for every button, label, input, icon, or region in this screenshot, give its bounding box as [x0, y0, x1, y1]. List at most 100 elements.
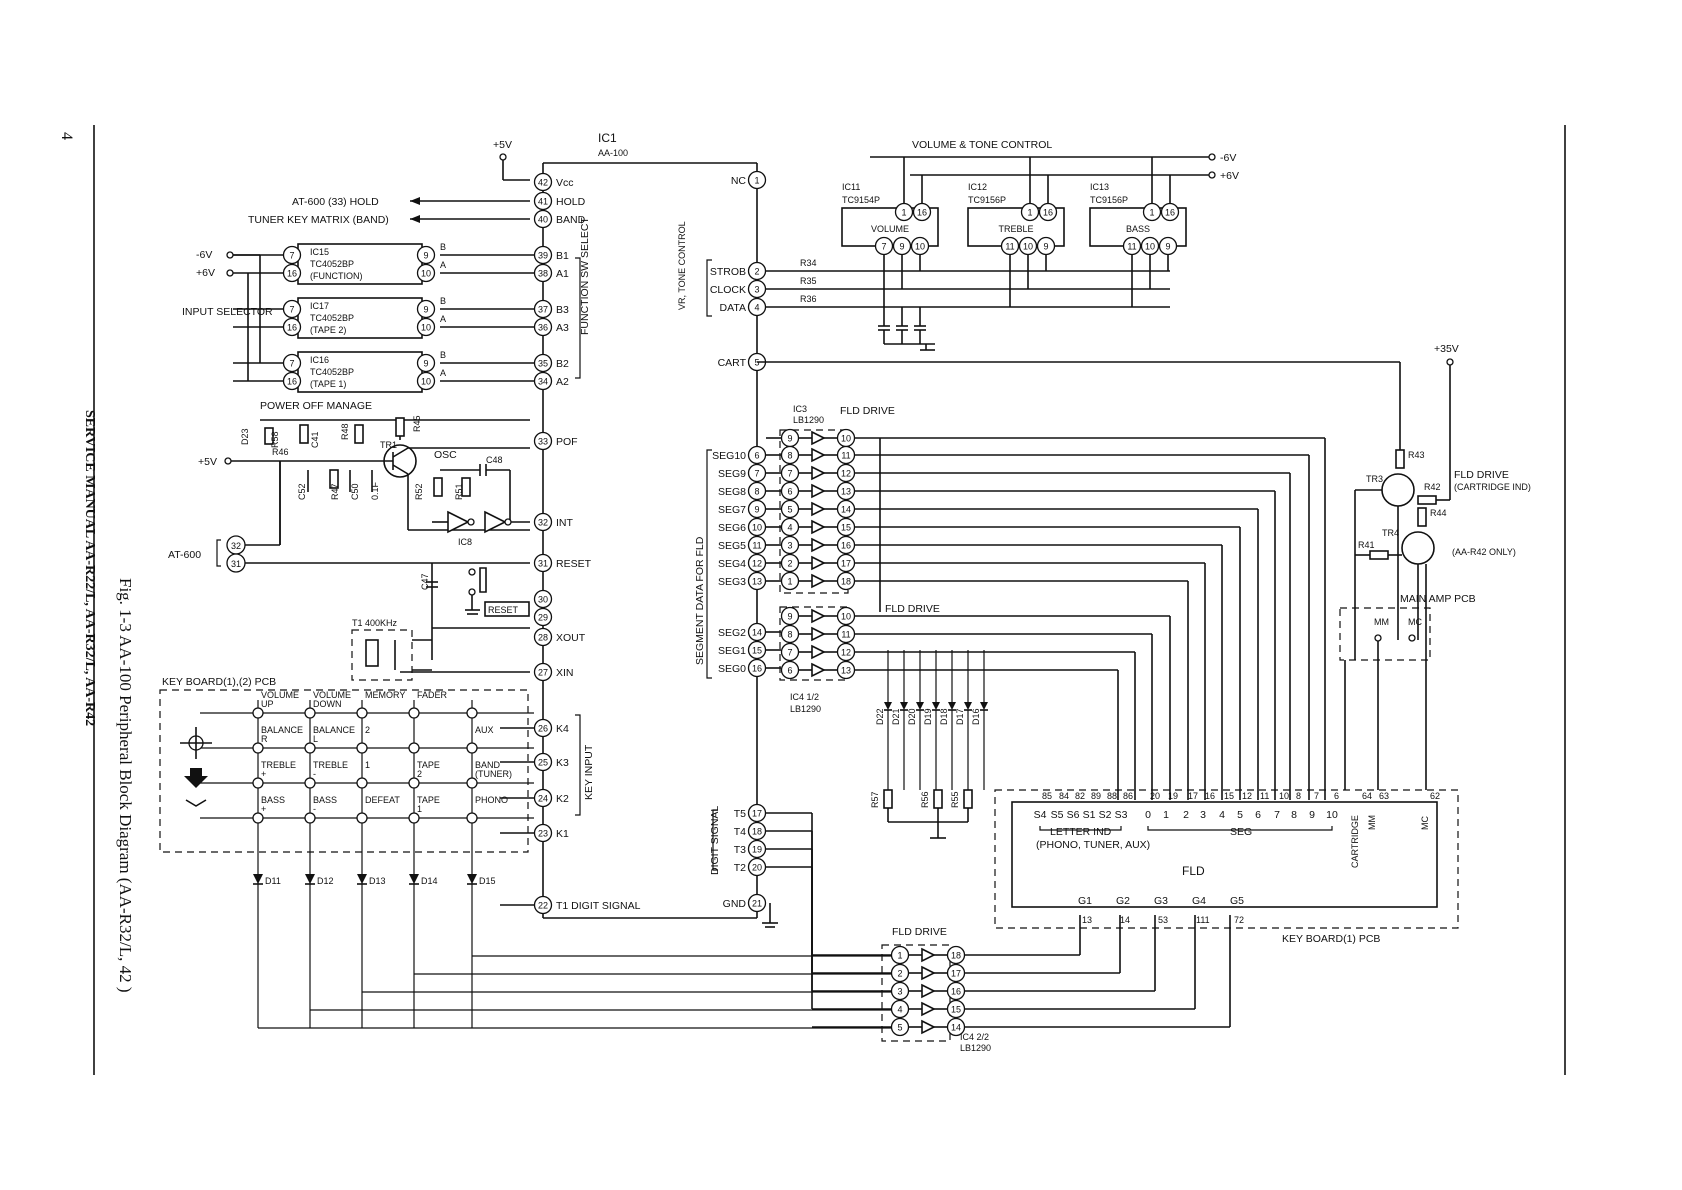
- ic1-pin-label-32: INT: [556, 517, 574, 529]
- ic1-pin-31: [533, 553, 553, 573]
- key-label-3-3: TAPE: [417, 795, 440, 805]
- diode-D12: D12: [317, 876, 334, 886]
- ic1-pin-24-num: 24: [538, 794, 548, 804]
- ic1-pin-label-27: XIN: [556, 667, 574, 679]
- key-3-3: [408, 812, 420, 824]
- key-label-3-4: PHONO: [475, 795, 508, 805]
- ic3-5-in-num: 4: [787, 523, 792, 533]
- tone1-pin-a: [1020, 202, 1040, 222]
- ic1-pin-3: [747, 279, 767, 299]
- ic4a-box: [779, 606, 849, 681]
- ic1-pin-label-15: SEG1: [718, 645, 746, 657]
- tone-title: VOLUME & TONE CONTROL: [912, 139, 1052, 151]
- key-label-0-3: FADER: [417, 690, 448, 700]
- svg-text:111: 111: [1196, 915, 1210, 925]
- hold-band-outputs: AT-600 (33) HOLD TUNER KEY MATRIX (BAND)…: [168, 196, 530, 573]
- ic4b-4-in: [890, 1017, 910, 1037]
- ic1-pin-26: [533, 718, 553, 738]
- key-2-0: [252, 777, 264, 789]
- tone2-pin-a: [1142, 202, 1162, 222]
- key-label-1-4: AUX: [475, 725, 494, 735]
- svg-text:TC9154P: TC9154P: [842, 195, 880, 205]
- svg-text:31: 31: [231, 559, 241, 569]
- sel1-pin-16: [282, 317, 302, 337]
- key-label-0-2: MEMORY: [365, 690, 405, 700]
- sel1-pin-16-num: 16: [287, 323, 297, 333]
- ic1-pin-18: [747, 821, 767, 841]
- ic1-pin-15: [747, 640, 767, 660]
- ic1-pin-label-6: SEG10: [712, 450, 746, 462]
- svg-text:RESET: RESET: [488, 605, 519, 615]
- ic3-3-in: [780, 481, 800, 501]
- ic1-pin-label-21: GND: [723, 898, 747, 910]
- svg-text:IC3: IC3: [793, 404, 807, 414]
- ic1-pin-2: [747, 261, 767, 281]
- fld-pin-85: 85: [1042, 791, 1052, 801]
- main-amp-title: MAIN AMP PCB: [1400, 593, 1476, 605]
- ic3-1-in: [780, 445, 800, 465]
- sel1-pin-7: [282, 299, 302, 319]
- ic3-2-out: [836, 463, 856, 483]
- ic1-pin-30: [533, 589, 553, 609]
- tone0-pin-e: [910, 236, 930, 256]
- key-1-4: [466, 742, 478, 754]
- sel0-pin-7-num: 7: [289, 251, 294, 261]
- ic1-pin-label-34: A2: [556, 376, 569, 388]
- diode-D21: D21: [891, 708, 901, 725]
- fld-seg-16: 10: [1326, 809, 1338, 821]
- fld-pin-20: 20: [1150, 791, 1160, 801]
- ic1-pin-15-num: 15: [752, 646, 762, 656]
- svg-text:R42: R42: [1424, 482, 1441, 492]
- ic1-pin-label-28: XOUT: [556, 632, 586, 644]
- fld-seg-2: S6: [1067, 809, 1080, 821]
- tone2-pin-b-num: 16: [1165, 208, 1175, 218]
- fld-drive-title-top: FLD DRIVE: [840, 405, 895, 417]
- ic3-5-in: [780, 517, 800, 537]
- group-vr-tone: VR, TONE CONTROL: [677, 221, 687, 310]
- selector-ic-3: [297, 351, 423, 393]
- tone2-pin-e-num: 9: [1165, 242, 1170, 252]
- svg-text:R51: R51: [454, 483, 464, 500]
- ic4a-0-out-num: 10: [841, 612, 851, 622]
- ic4a-1-in: [780, 624, 800, 644]
- ic1-pin-label-3: CLOCK: [710, 284, 746, 296]
- key-1-1: [304, 742, 316, 754]
- svg-text:+: +: [261, 804, 266, 814]
- tone2-pin-d-num: 10: [1145, 242, 1155, 252]
- key-2-3: [408, 777, 420, 789]
- ic1-pin-2-num: 2: [754, 267, 759, 277]
- ic3-8-in-num: 1: [787, 577, 792, 587]
- fld-pin-17: 17: [1188, 791, 1198, 801]
- ic1-pin-label-25: K3: [556, 757, 569, 769]
- ic1-pin-40: [533, 209, 553, 229]
- ic4a-1-in-num: 8: [787, 630, 792, 640]
- tone0-pin-d-num: 9: [899, 242, 904, 252]
- tone1-pin-b: [1038, 202, 1058, 222]
- tone0-pin-a: [894, 202, 914, 222]
- ic1-right-pins: 1NC2STROB3CLOCK4DATA5CART6SEG107SEG98SEG…: [710, 170, 1170, 1009]
- ic1-pin-25: [533, 752, 553, 772]
- ic1-pin-12: [747, 553, 767, 573]
- ic1-pin-label-1: NC: [731, 175, 747, 187]
- fld-grid-G4: G4: [1192, 895, 1206, 907]
- tone2-pin-c-num: 11: [1127, 242, 1136, 252]
- ic4b-1-out-num: 17: [951, 969, 961, 979]
- fld-seg-3: S1: [1083, 809, 1096, 821]
- ic1-pin-4-num: 4: [754, 303, 759, 313]
- ic3-0-out-num: 10: [841, 434, 851, 444]
- ic1-pin-41-num: 41: [538, 197, 548, 207]
- osc: OSC C48 R52 R51 IC8 C47 RESET T1 400KHz: [351, 449, 530, 681]
- tone1-pin-d-num: 10: [1023, 242, 1033, 252]
- svg-text:C41: C41: [310, 431, 320, 448]
- ic1-pin-32-num: 32: [538, 518, 548, 528]
- key-label-1-0: BALANCE: [261, 725, 303, 735]
- fld-pin-89: 89: [1091, 791, 1101, 801]
- svg-text:(TAPE 2): (TAPE 2): [310, 325, 346, 335]
- figure-caption: Fig. 1-3 AA-100 Peripheral Block Diagram…: [116, 578, 135, 993]
- ic4b-0-in-num: 1: [897, 951, 902, 961]
- cart-note: (AA-R42 ONLY): [1452, 547, 1516, 557]
- fld-seg-label: SEG: [1230, 826, 1252, 838]
- ic1-pin-label-10: SEG6: [718, 522, 746, 534]
- ic1-pin-36-num: 36: [538, 323, 548, 333]
- ic1-pin-39-num: 39: [538, 251, 548, 261]
